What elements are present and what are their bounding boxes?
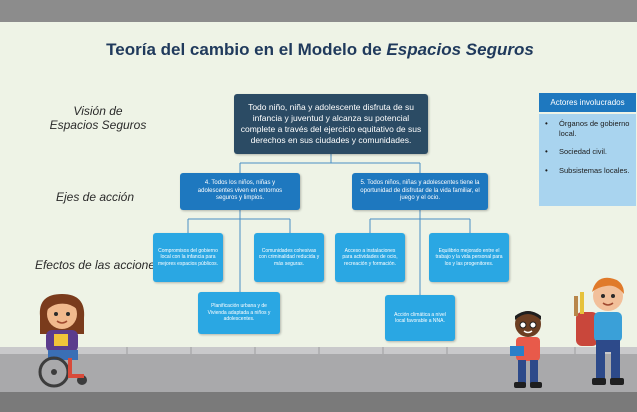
effect-text: Acceso a instalaciones para actividades … — [342, 247, 398, 267]
girl-wheelchair-illustration — [38, 294, 87, 388]
slide: Teoría del cambio en el Modelo de Espaci… — [0, 22, 637, 392]
curb-pattern — [0, 347, 637, 355]
effect-box-commitments: Compromisos del gobierno local con la in… — [153, 233, 223, 282]
row-label-effects: Efectos de las acciones — [34, 258, 162, 272]
actors-list: Órganos de gobierno local. Sociedad civi… — [543, 119, 632, 175]
vision-text: Todo niño, niña y adolescente disfruta d… — [240, 102, 422, 145]
title-italic: Espacios Seguros — [386, 40, 534, 59]
effect-box-communities: Comunidades cohesivas con criminalidad r… — [254, 233, 324, 282]
actor-item: Sociedad civil. — [543, 147, 632, 157]
boy-reading-illustration — [510, 311, 542, 388]
top-bar — [0, 0, 637, 22]
effect-text: Equilibrio mejorado entre el trabajo y l… — [435, 247, 503, 267]
title-main: Teoría del cambio en el Modelo de — [106, 40, 387, 59]
effect-box-climate: Acción climática a nivel local favorable… — [385, 295, 455, 341]
row-label-axes: Ejes de acción — [55, 190, 135, 204]
slide-title: Teoría del cambio en el Modelo de Espaci… — [60, 40, 580, 60]
effect-text: Comunidades cohesivas con criminalidad r… — [258, 247, 320, 267]
axis-text-5: 5. Todos niños, niñas y adolescentes tie… — [360, 180, 480, 202]
boy-backpack-illustration — [574, 277, 624, 385]
effect-box-access: Acceso a instalaciones para actividades … — [335, 233, 405, 282]
bottom-bar — [0, 392, 637, 412]
effect-text: Acción climática a nivel local favorable… — [394, 311, 446, 325]
effect-text: Planificación urbana y de Vivienda adapt… — [207, 303, 271, 323]
actor-item: Órganos de gobierno local. — [543, 119, 632, 138]
vision-box: Todo niño, niña y adolescente disfruta d… — [234, 94, 428, 154]
actors-header: Actores involucrados — [539, 93, 636, 112]
row-label-vision: Visión de Espacios Seguros — [49, 104, 147, 132]
axis-box-5: 5. Todos niños, niñas y adolescentes tie… — [352, 173, 488, 210]
actors-panel: Órganos de gobierno local. Sociedad civi… — [539, 114, 636, 206]
effect-box-urban-planning: Planificación urbana y de Vivienda adapt… — [198, 292, 280, 334]
effect-box-work-life: Equilibrio mejorado entre el trabajo y l… — [429, 233, 509, 282]
axis-text-4: 4. Todos los niños, niñas y adolescentes… — [197, 180, 283, 202]
actors-header-text: Actores involucrados — [550, 98, 625, 107]
effect-text: Compromisos del gobierno local con la in… — [157, 247, 219, 267]
actor-item: Subsistemas locales. — [543, 166, 632, 176]
axis-box-4: 4. Todos los niños, niñas y adolescentes… — [180, 173, 300, 210]
connector-lines — [187, 154, 471, 295]
